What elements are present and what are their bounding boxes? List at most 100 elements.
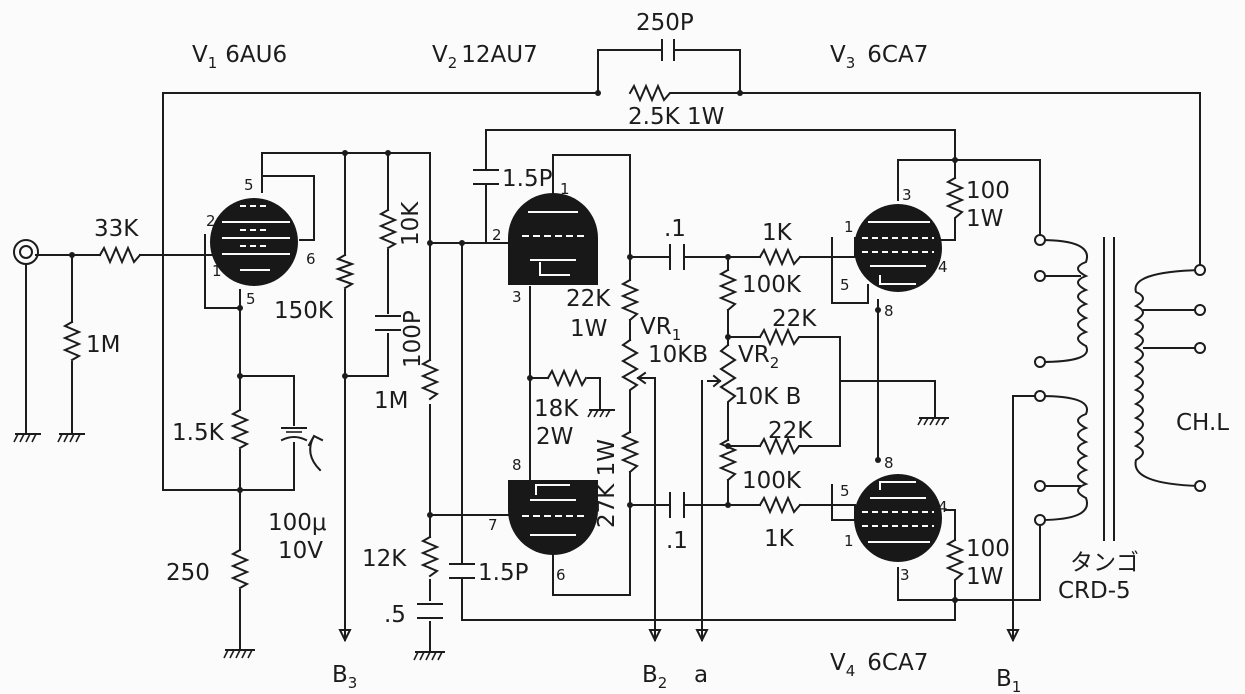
label-2w: 2W	[536, 424, 573, 450]
capacitor-100p	[375, 315, 401, 331]
label-0-1-bot: .1	[666, 528, 688, 554]
label-1k-bot: 1K	[764, 526, 795, 552]
resistor-1m	[420, 358, 440, 401]
resistor-150k	[335, 253, 355, 290]
ground-icon	[917, 417, 949, 426]
resistor-22k-1w	[620, 278, 640, 322]
ground-symbols	[13, 409, 949, 661]
capacitor-0-1-top	[669, 244, 685, 270]
potentiometers	[620, 338, 737, 421]
pin-label: 8	[884, 302, 894, 320]
label-100-top: 100	[966, 178, 1010, 204]
label-2-5k-1w: 2.5K 1W	[628, 104, 724, 130]
resistor-22k-top	[758, 327, 806, 347]
capacitor-1-5p-bot	[449, 563, 475, 579]
pin-label: 8	[884, 454, 894, 472]
capacitor-100u	[280, 427, 308, 442]
label-1m: 1M	[374, 388, 408, 414]
resistor-100k-bot	[718, 438, 738, 482]
resistor-10k	[378, 208, 398, 250]
input-jack	[13, 239, 39, 265]
label-100k-top: 100K	[742, 272, 802, 298]
pin-label: 3	[902, 186, 912, 204]
pin-label: 8	[512, 456, 522, 474]
pin-label: 4	[938, 498, 948, 516]
pin-label: 4	[938, 258, 948, 276]
label-1-5p-bot: 1.5P	[478, 560, 529, 586]
tube-v4	[854, 474, 942, 562]
resistor-18k-2w	[546, 368, 588, 388]
pin-labels: 5 2 6 1 5 1 2 3 8 7 6 3 1 5 4 8 8 5 1 4 …	[206, 176, 948, 584]
resistor-250	[230, 548, 250, 590]
resistor-100-top	[945, 176, 965, 226]
label-12k: 12K	[362, 546, 407, 572]
tube-v2-bottom	[508, 480, 598, 555]
label-27k-1w: 27K 1W	[594, 439, 620, 528]
resistor-27k-1w	[620, 430, 640, 474]
label-33k: 33K	[94, 216, 139, 242]
label-vr1: VR1	[640, 314, 681, 344]
tube-v2-top	[508, 193, 598, 285]
pin-label: 1	[560, 180, 570, 198]
pin-label: 1	[844, 218, 854, 236]
capacitor-0-1-bot	[669, 492, 685, 518]
pin-label: 5	[246, 290, 256, 308]
resistor-100-bot	[945, 538, 965, 588]
pin-label: 1	[844, 532, 854, 550]
label-1w-bot: 1W	[966, 564, 1003, 590]
resistor-22k-bot	[758, 436, 806, 456]
pin-label: 5	[840, 482, 850, 500]
component-labels: 250P 2.5K 1W 33K 1M 1.5K 100μ 10V 250 15…	[86, 10, 1229, 628]
resistor-33k	[98, 245, 142, 265]
resistors	[62, 83, 965, 590]
resistor-100k-top	[718, 268, 738, 312]
label-22k-bot: 22K	[768, 418, 813, 444]
primary-winding-bottom	[1038, 394, 1089, 522]
label-22k-top: 22K	[772, 306, 817, 332]
capacitor-1-5p-top	[473, 169, 499, 185]
label-100u: 100μ	[268, 510, 327, 536]
resistor-1k-top	[758, 247, 802, 267]
label-ch-l: CH.L	[1176, 410, 1229, 436]
pin-label: 2	[492, 226, 502, 244]
label-1m-grid: 1M	[86, 332, 120, 358]
label-100p: 100P	[400, 310, 426, 368]
tube-v3	[854, 204, 942, 292]
label-tango: タンゴ	[1070, 550, 1139, 576]
rail-a: a	[694, 662, 708, 688]
rail-labels: B3 B2 a B1	[332, 662, 1021, 694]
label-100k-bot: 100K	[742, 468, 802, 494]
label-vr2-value: 10K B	[734, 384, 801, 410]
pin-label: 1	[212, 262, 222, 280]
label-1-5p-top: 1.5P	[502, 166, 553, 192]
label-150k: 150K	[274, 298, 334, 324]
pin-label: 5	[244, 176, 254, 194]
resistor-2-5k	[628, 83, 695, 103]
label-10k: 10K	[398, 201, 424, 246]
label-100-bot: 100	[966, 536, 1010, 562]
label-0-5: .5	[384, 602, 406, 628]
label-10v: 10V	[278, 538, 323, 564]
ground-icon	[13, 433, 41, 443]
wires	[25, 49, 1201, 651]
ground-icon	[223, 649, 255, 659]
pin-label: 6	[306, 250, 316, 268]
capacitor-250p	[661, 39, 675, 61]
resistor-12k	[420, 535, 440, 578]
rail-b2: B2	[642, 662, 667, 692]
pin-label: 3	[512, 288, 522, 306]
rail-b1: B1	[996, 666, 1021, 694]
label-vr2: VR2	[738, 342, 779, 372]
pin-label: 6	[556, 566, 566, 584]
label-1-5k: 1.5K	[172, 420, 225, 446]
label-vr1-value: 10KB	[648, 342, 708, 368]
ground-icon	[413, 651, 445, 661]
secondary-winding	[1133, 268, 1202, 488]
